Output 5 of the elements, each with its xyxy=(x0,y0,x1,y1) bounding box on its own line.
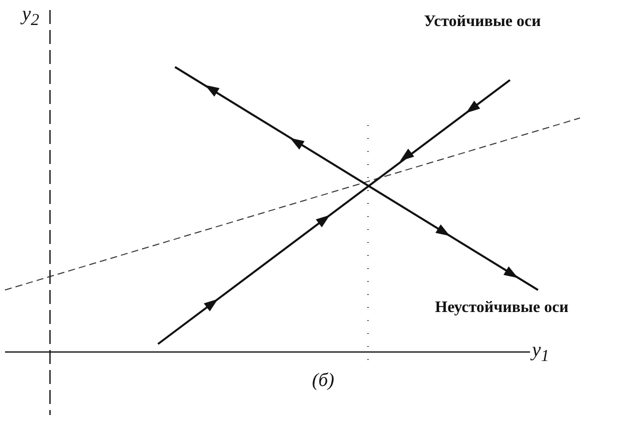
curve-label: Неустойчивые оси xyxy=(435,300,568,316)
figure-caption: (б) xyxy=(312,370,334,392)
axis-label: y$_{2}$ xyxy=(22,4,40,29)
curve-label: Устойчивые оси xyxy=(424,14,541,30)
axis-label: y$_{1}$ xyxy=(532,340,550,365)
